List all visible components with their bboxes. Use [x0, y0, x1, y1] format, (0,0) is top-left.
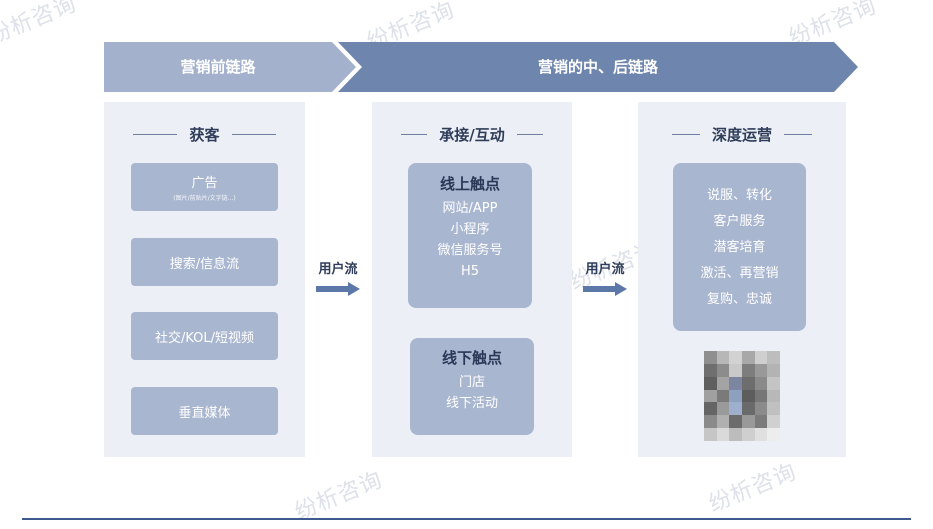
- online-touchpoints-card: 线上触点 网站/APP 小程序 微信服务号 H5: [408, 163, 532, 308]
- online-touchpoint-item: 网站/APP: [408, 198, 532, 219]
- banner-pre-link: 营销前链路: [104, 42, 356, 92]
- watermark: 纷析咨询: [289, 462, 386, 526]
- panel-interact-title: 承接/互动: [439, 124, 504, 145]
- acquire-item-social-label: 社交/KOL/短视频: [155, 327, 254, 346]
- acquire-item-search: 搜索/信息流: [131, 238, 278, 286]
- panel-acquire-heading: 获客: [104, 122, 305, 146]
- banner-mid-post-link-label: 营销的中、后链路: [362, 42, 834, 92]
- acquire-item-search-label: 搜索/信息流: [170, 253, 239, 272]
- right-arrow-icon: [583, 282, 627, 296]
- panel-deep-operation-heading: 深度运营: [638, 122, 846, 146]
- online-touchpoint-item: H5: [408, 261, 532, 282]
- deep-operation-item: 说服、转化: [673, 183, 806, 209]
- acquire-item-ad-sub: (图片/前贴片/文字链...): [173, 193, 235, 202]
- heading-divider: [784, 134, 812, 135]
- acquire-item-ad-label: 广告: [191, 172, 217, 191]
- heading-divider: [672, 134, 700, 135]
- pixelated-qr-image: [704, 351, 780, 441]
- offline-touchpoints-title: 线下触点: [410, 347, 534, 368]
- deep-operation-card: 说服、转化 客户服务 潜客培育 激活、再营销 复购、忠诚: [673, 163, 806, 331]
- deep-operation-item: 客户服务: [673, 209, 806, 235]
- offline-touchpoint-item: 门店: [410, 372, 534, 393]
- watermark: 纷析咨询: [0, 0, 81, 50]
- heading-divider: [517, 134, 543, 135]
- heading-divider: [133, 134, 177, 135]
- online-touchpoint-item: 小程序: [408, 219, 532, 240]
- user-flow-label: 用户流: [579, 258, 631, 277]
- right-arrow-icon: [316, 282, 360, 296]
- panel-interact-heading: 承接/互动: [372, 122, 572, 146]
- user-flow-label: 用户流: [312, 258, 364, 277]
- user-flow-arrow-2: 用户流: [579, 258, 631, 300]
- offline-touchpoints-card: 线下触点 门店 线下活动: [410, 338, 534, 435]
- acquire-item-social: 社交/KOL/短视频: [131, 312, 278, 360]
- online-touchpoint-item: 微信服务号: [408, 240, 532, 261]
- deep-operation-item: 复购、忠诚: [673, 287, 806, 313]
- user-flow-arrow-1: 用户流: [312, 258, 364, 300]
- acquire-item-ad: 广告 (图片/前贴片/文字链...): [131, 163, 278, 211]
- heading-divider: [232, 134, 276, 135]
- bottom-divider: [22, 518, 911, 520]
- panel-interact: 承接/互动 线上触点 网站/APP 小程序 微信服务号 H5 线下触点 门店 线…: [372, 102, 572, 457]
- watermark: 纷析咨询: [703, 454, 800, 518]
- deep-operation-item: 潜客培育: [673, 235, 806, 261]
- banner-pre-link-label: 营销前链路: [104, 42, 332, 92]
- online-touchpoints-title: 线上触点: [408, 173, 532, 194]
- panel-deep-operation-title: 深度运营: [712, 124, 772, 145]
- panel-acquire-title: 获客: [189, 124, 219, 145]
- banner-mid-post-link: 营销的中、后链路: [338, 42, 858, 92]
- acquire-item-vertical-media-label: 垂直媒体: [178, 402, 230, 421]
- heading-divider: [401, 134, 427, 135]
- offline-touchpoint-item: 线下活动: [410, 393, 534, 414]
- acquire-item-vertical-media: 垂直媒体: [131, 387, 278, 435]
- panel-acquire: 获客 广告 (图片/前贴片/文字链...) 搜索/信息流 社交/KOL/短视频 …: [104, 102, 305, 457]
- deep-operation-item: 激活、再营销: [673, 261, 806, 287]
